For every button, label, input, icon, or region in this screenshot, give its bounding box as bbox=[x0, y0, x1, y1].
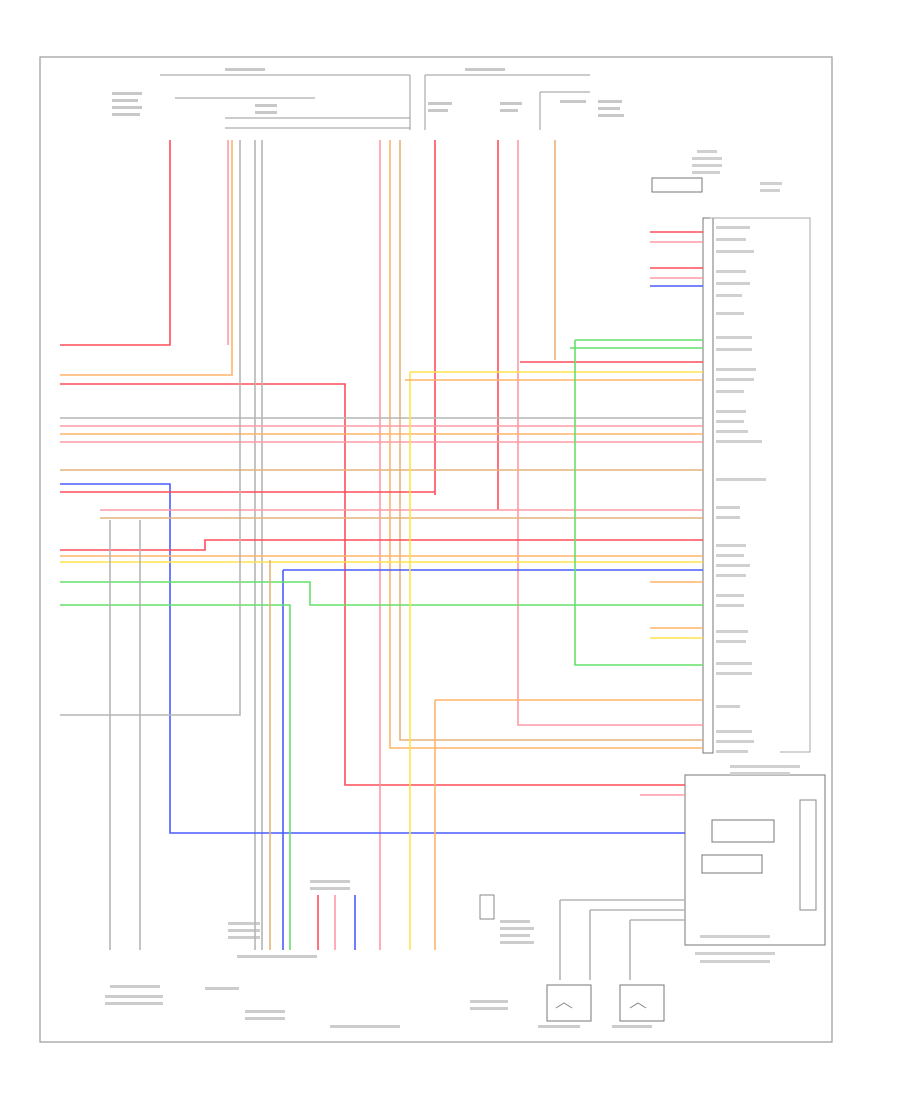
wire-gray bbox=[589, 909, 685, 980]
wire-pink bbox=[517, 140, 703, 726]
smart-key-module bbox=[684, 765, 826, 963]
wire-gray bbox=[629, 919, 685, 980]
bottom-sensors bbox=[538, 984, 665, 1028]
wire-tan bbox=[399, 140, 703, 741]
wire-gray bbox=[60, 140, 241, 716]
wire-green bbox=[574, 339, 703, 666]
wire-blue bbox=[60, 483, 685, 834]
wire-green bbox=[60, 604, 291, 950]
wire-blue bbox=[282, 569, 703, 950]
wire-orange bbox=[434, 699, 703, 950]
wire-red bbox=[60, 383, 685, 786]
wire-gray bbox=[559, 899, 685, 980]
top-power-bus bbox=[160, 74, 590, 130]
wire-orange bbox=[60, 140, 233, 376]
diagram-frame bbox=[39, 56, 833, 1043]
fuse-label-blocks bbox=[112, 68, 624, 117]
wire-orange bbox=[389, 140, 703, 749]
wire-yellow bbox=[409, 371, 703, 950]
ecm-bracket bbox=[710, 217, 811, 753]
wire-harness bbox=[60, 140, 703, 980]
wire-green bbox=[60, 581, 703, 606]
ecm-connector bbox=[651, 150, 782, 754]
bottom-connectors bbox=[105, 880, 534, 1028]
wire-red bbox=[60, 140, 171, 346]
wire-red bbox=[60, 539, 703, 551]
